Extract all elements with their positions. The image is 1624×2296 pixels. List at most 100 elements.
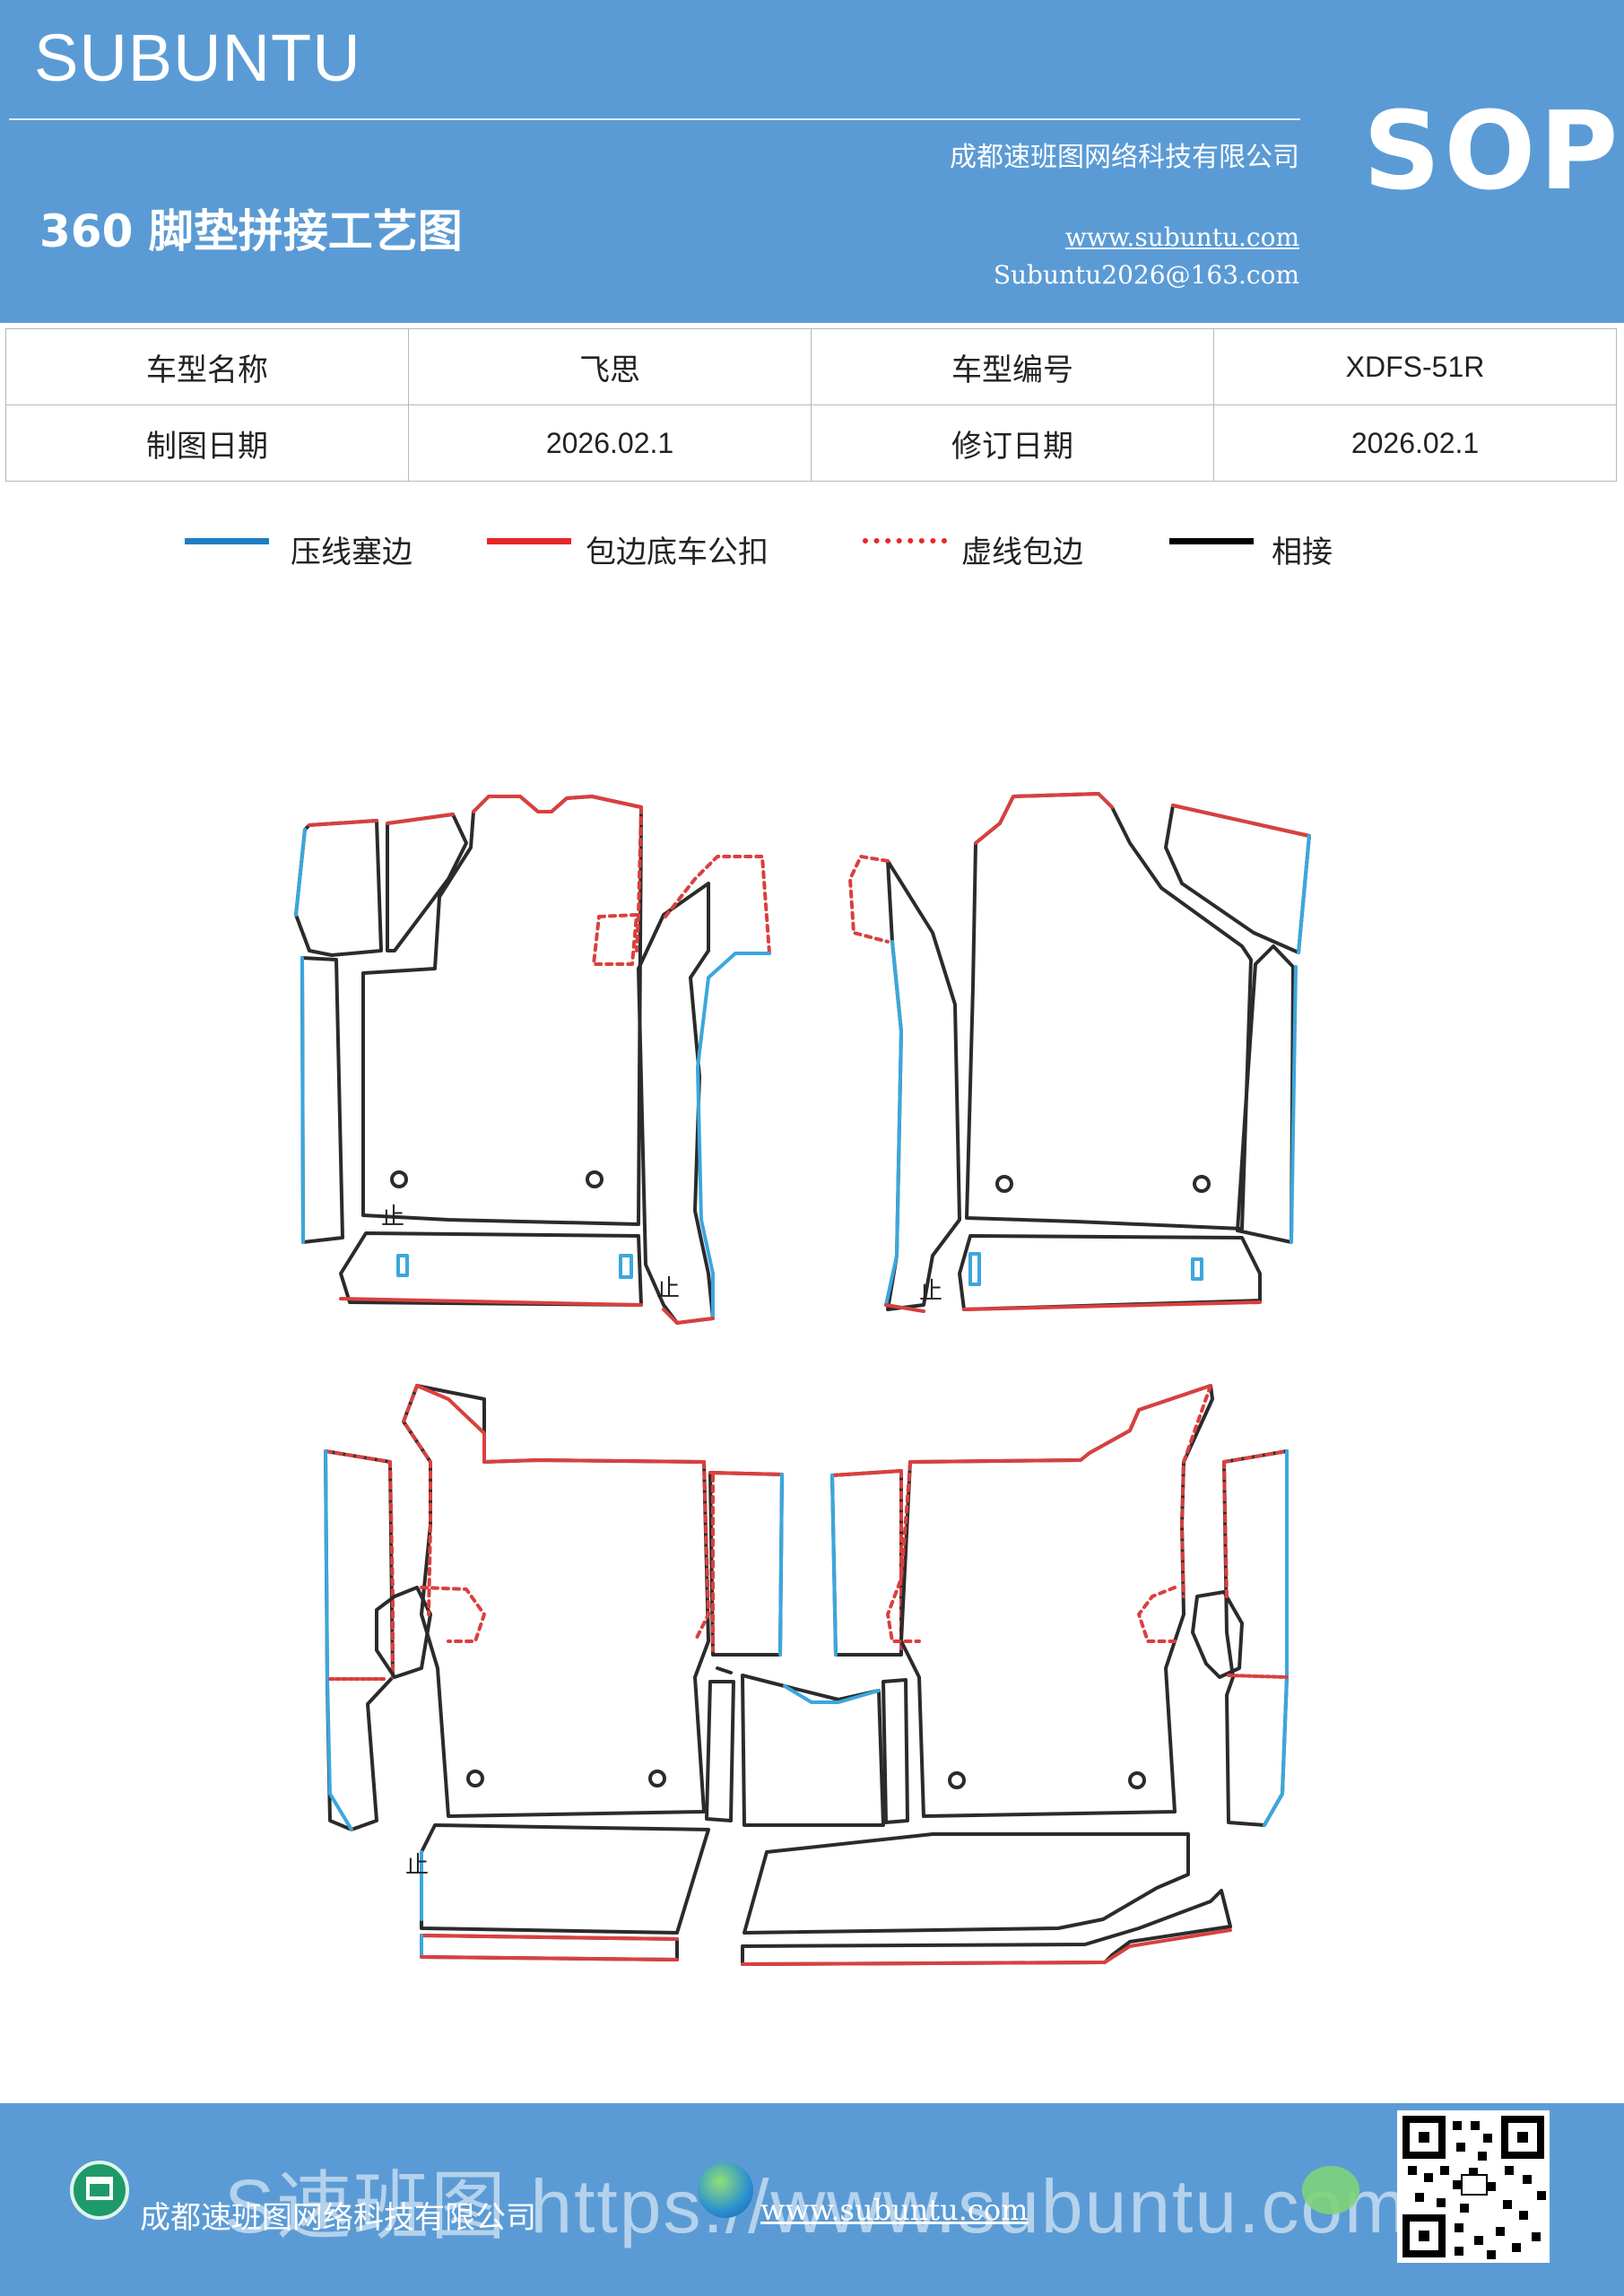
stop-mark: 止 [405, 1852, 429, 1879]
mat-piece [693, 1460, 710, 1643]
legend-swatch-dotted [863, 538, 947, 544]
mat-piece [472, 795, 643, 813]
mat-piece [1180, 1384, 1212, 1598]
qr-code-icon [1403, 2116, 1546, 2259]
mat-piece [592, 913, 638, 966]
mat-piece [402, 1384, 432, 1616]
footer-website-link[interactable]: www.subuntu.com [760, 2193, 1029, 2227]
label-draw-date: 制图日期 [5, 404, 409, 482]
mat-piece [300, 956, 305, 1244]
stop-mark: 止 [919, 1278, 942, 1305]
label-revise-date: 修订日期 [811, 404, 1214, 482]
qr-code [1397, 2110, 1550, 2263]
mat-piece [402, 1384, 710, 1818]
mat-piece [420, 1823, 710, 1935]
mat-piece [830, 1474, 838, 1657]
mat-piece [339, 1297, 643, 1307]
mat-piece [1191, 1590, 1244, 1679]
mat-piece [420, 1934, 679, 1941]
mat-piece [420, 1586, 486, 1643]
mat-piece [705, 1680, 735, 1822]
mat-piece [962, 1300, 1262, 1311]
header-banner: SUBUNTU SOP 成都速班图网络科技有限公司 360 脚垫拼接工艺图 ww… [0, 0, 1624, 323]
company-name: 成都速班图网络科技有限公司 [950, 142, 1299, 173]
mat-piece [716, 1666, 733, 1674]
mat-piece [886, 1462, 921, 1643]
mat-piece [637, 882, 715, 1325]
mat-slot [968, 1252, 981, 1286]
mat-piece [1222, 1449, 1289, 1464]
mat-piece [1137, 1586, 1177, 1643]
mat-piece [708, 1471, 784, 1476]
mat-slot [619, 1254, 633, 1279]
legend-swatch-edge [487, 538, 571, 544]
mat-piece [324, 1449, 353, 1831]
value-model-code: XDFS-51R [1213, 328, 1617, 405]
company-building-icon [70, 2161, 129, 2220]
mat-slot [1191, 1257, 1203, 1281]
mat-piece [743, 1832, 1190, 1935]
mat-piece [708, 1471, 784, 1657]
brand-logo: SUBUNTU [34, 21, 361, 95]
mat-piece [635, 805, 643, 952]
mat-hole [466, 1770, 484, 1787]
footer-banner: S速班图 https://www.subuntu.com 成都速班图网络科技有限… [0, 2103, 1624, 2296]
mat-piece [881, 1678, 909, 1824]
mat-hole [390, 1170, 408, 1188]
mat-hole [995, 1175, 1013, 1193]
mat-piece [1297, 834, 1311, 954]
mat-piece [696, 952, 771, 1320]
mat-piece [1236, 944, 1295, 1244]
email-address: Subuntu2026@163.com [993, 260, 1299, 290]
legend-swatch-press [185, 538, 269, 544]
stop-mark: 止 [656, 1275, 680, 1302]
mat-piece [339, 1231, 643, 1307]
mat-piece [375, 1586, 432, 1679]
mat-piece [908, 1384, 1212, 1464]
legend-label: 相接 [1272, 535, 1333, 570]
label-model-name: 车型名称 [5, 328, 409, 405]
mat-piece [415, 1384, 706, 1464]
table-row: 制图日期 2026.02.1 修订日期 2026.02.1 [5, 404, 1617, 482]
label-model-code: 车型编号 [811, 328, 1214, 405]
mat-piece [420, 1955, 679, 1961]
legend-label: 虚线包边 [961, 535, 1083, 570]
mat-hole [1193, 1175, 1211, 1193]
value-draw-date: 2026.02.1 [408, 404, 812, 482]
footer-company-name: 成都速班图网络科技有限公司 [140, 2200, 536, 2236]
mat-piece [324, 1449, 395, 1679]
mat-piece [958, 1234, 1262, 1311]
legend-swatch-join [1169, 538, 1254, 544]
mat-piece [386, 813, 455, 825]
header-divider [9, 118, 1300, 120]
value-revise-date: 2026.02.1 [1213, 404, 1617, 482]
mat-piece [324, 1449, 395, 1831]
globe-icon [698, 2162, 753, 2218]
mat-rear-left: 止 [324, 1384, 784, 1961]
table-row: 车型名称 飞思 车型编号 XDFS-51R [5, 328, 1617, 405]
website-link[interactable]: www.subuntu.com [1064, 222, 1299, 252]
mat-piece [783, 1684, 881, 1704]
mat-rear-right [741, 1384, 1289, 1966]
mat-piece [965, 792, 1253, 1231]
mat-slot [396, 1254, 409, 1277]
mat-front-left: 止 止 [294, 795, 771, 1325]
mat-hole [586, 1170, 604, 1188]
vehicle-info-table: 车型名称 飞思 车型编号 XDFS-51R 制图日期 2026.02.1 修订日… [5, 328, 1617, 482]
mat-piece [308, 819, 378, 827]
mat-piece [662, 1308, 715, 1325]
mat-piece [386, 813, 468, 952]
mat-piece [1222, 1449, 1289, 1827]
stop-mark: 止 [381, 1204, 404, 1231]
value-model-name: 飞思 [408, 328, 812, 405]
mat-piece [1171, 804, 1311, 838]
mat-piece [741, 1674, 885, 1827]
mat-piece [741, 1928, 1232, 1966]
mat-piece [361, 795, 643, 1226]
mat-piece [899, 1384, 1214, 1818]
mat-hole [648, 1770, 666, 1787]
sop-badge: SOP [1363, 90, 1622, 214]
mat-piece [778, 1473, 784, 1657]
mat-piece [741, 1889, 1232, 1966]
